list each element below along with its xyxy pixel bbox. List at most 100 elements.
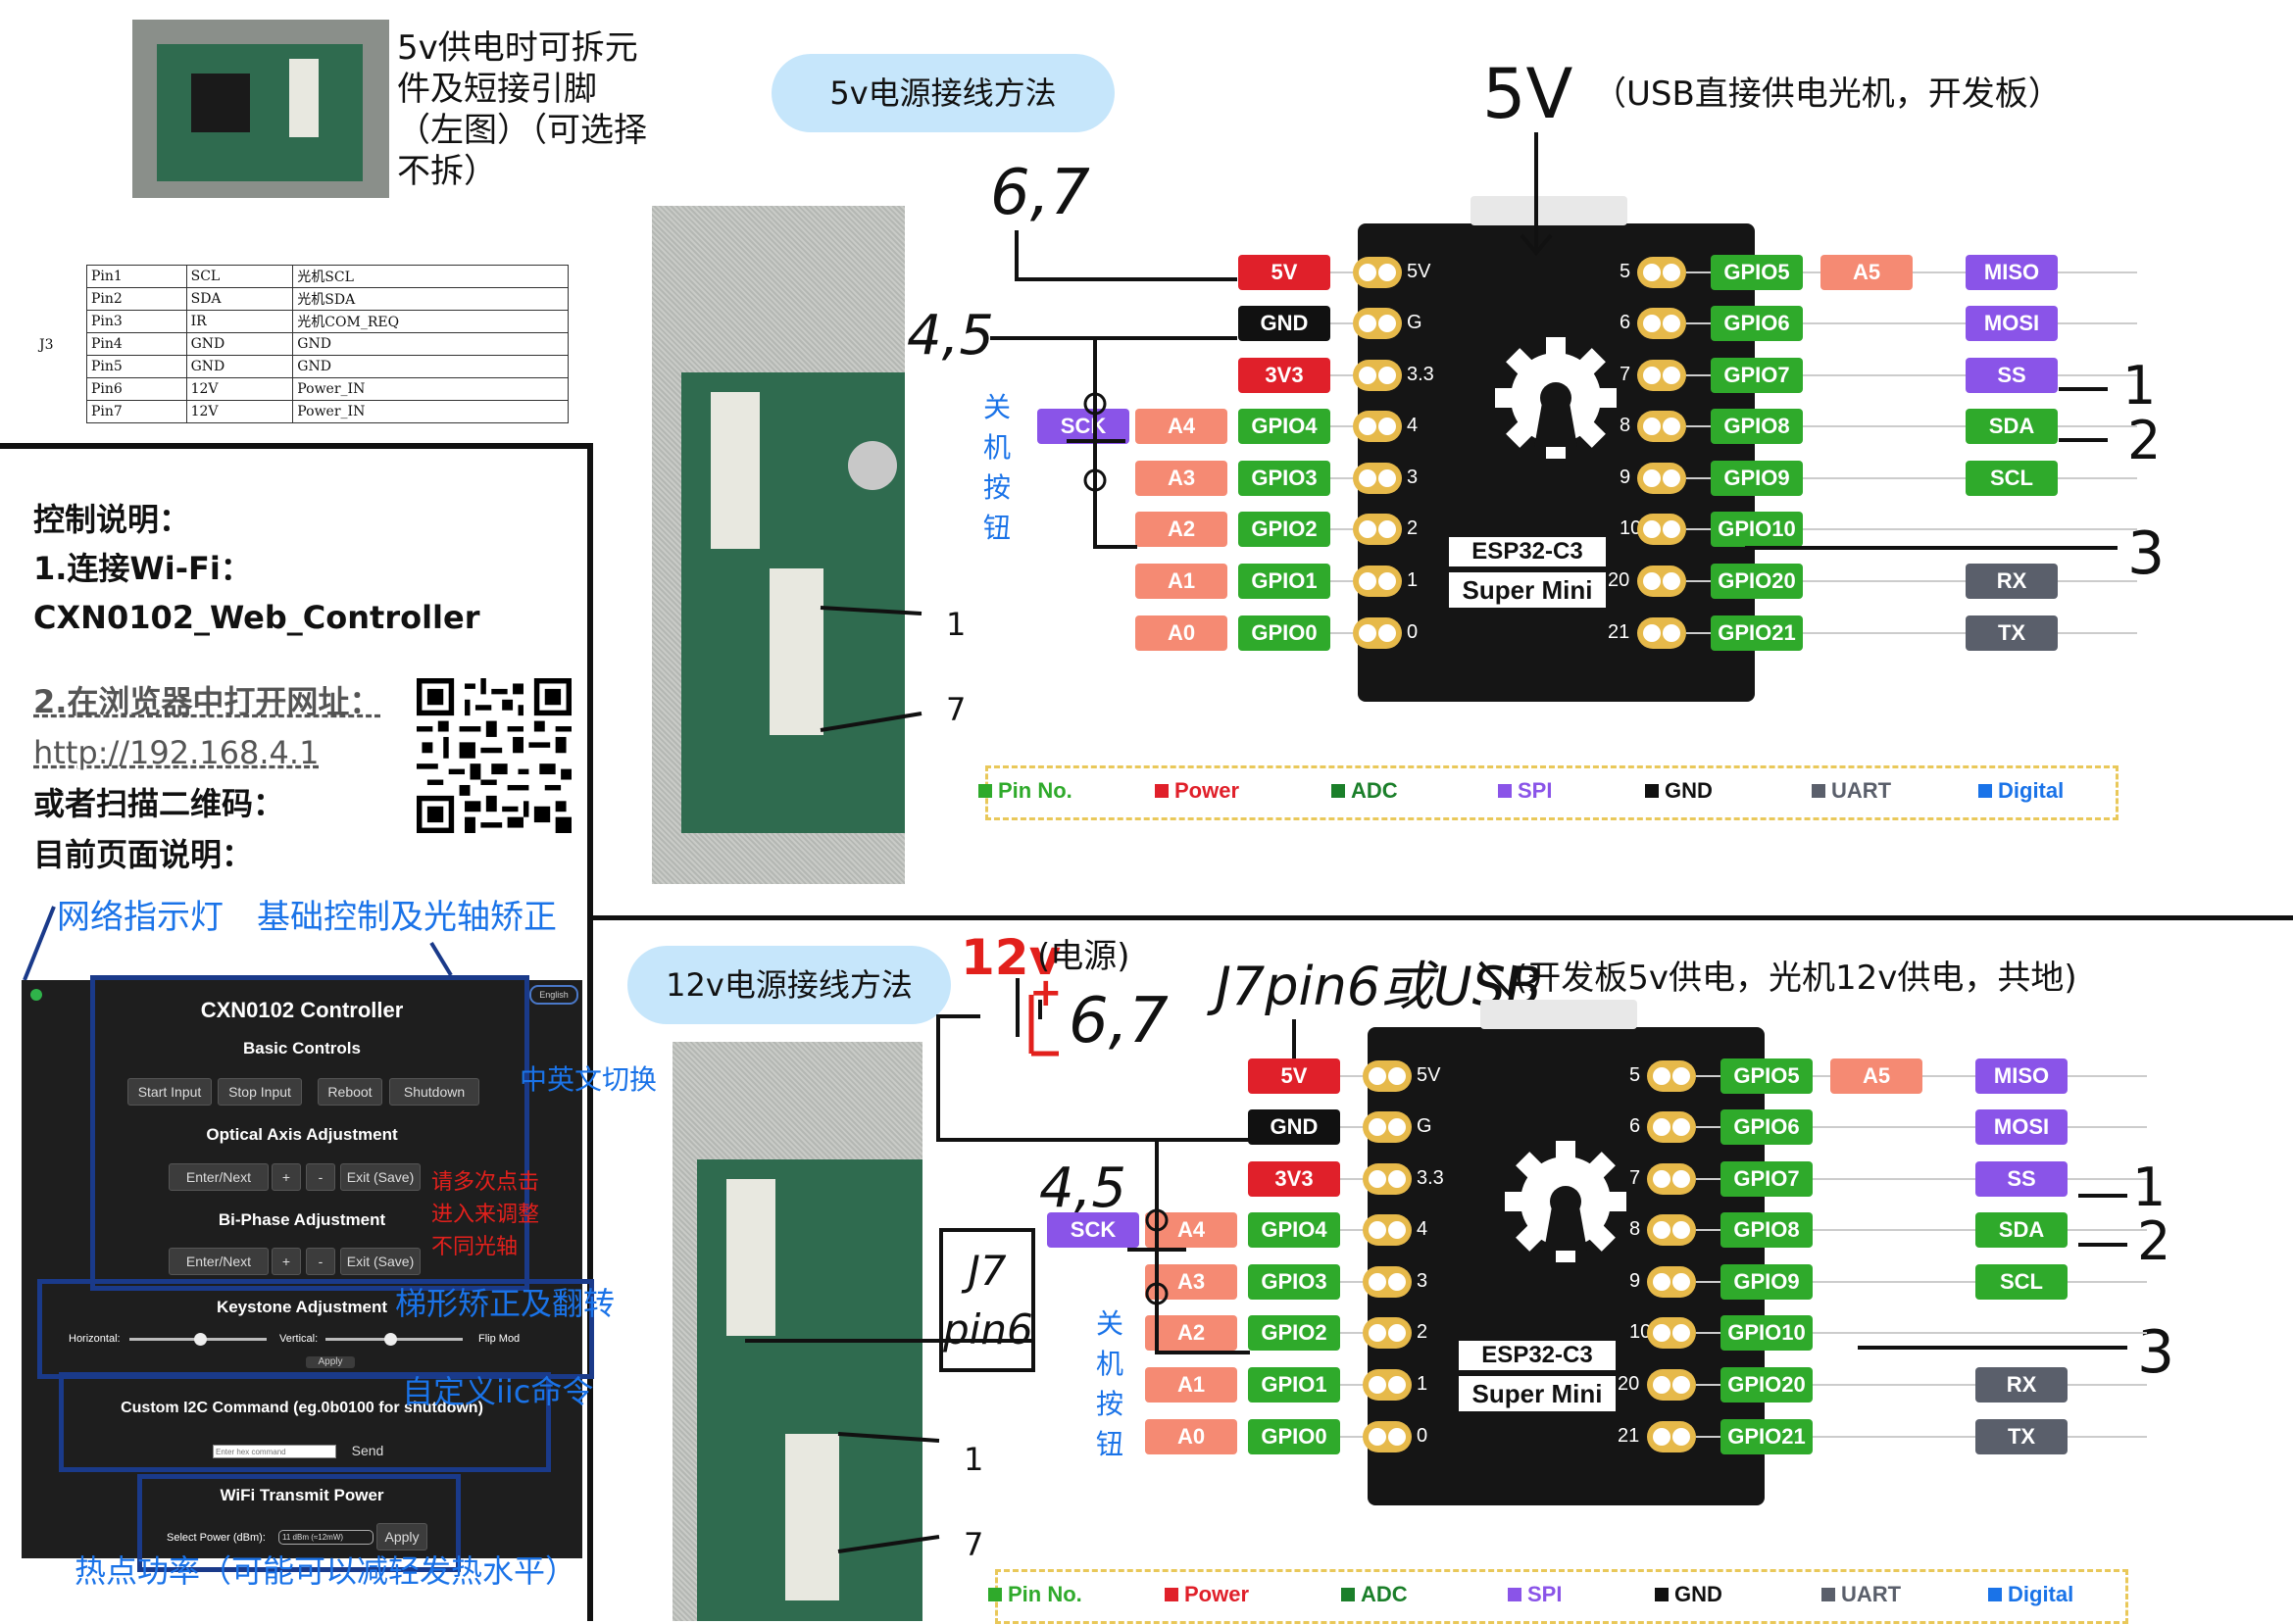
power-select[interactable]: 11 dBm (≈12mW) (278, 1530, 374, 1545)
p12v-left-line-2 (1340, 1178, 1363, 1180)
i2c-annotation: 自定义iic命令 (402, 1373, 594, 1410)
biphase-button-0[interactable]: Enter/Next (169, 1248, 269, 1275)
basic-button-1[interactable]: Stop Input (218, 1078, 302, 1106)
wifi-ssid: CXN0102_Web_Controller (33, 599, 480, 636)
p12v-esp32-board (1368, 1027, 1765, 1505)
horizontal-slider[interactable] (129, 1333, 267, 1346)
p5v-legend-item-5: UART (1831, 778, 1892, 803)
module-photo (132, 20, 389, 198)
p5v-func-6: RX (1966, 564, 2058, 599)
p5v-adc-1: A3 (1135, 461, 1227, 496)
p5v-right-line-5 (1686, 528, 2137, 530)
p5v-left-line-0 (1330, 271, 1353, 273)
basic-button-3[interactable]: Shutdown (389, 1078, 479, 1106)
p5v-legend-item-2: ADC (1351, 778, 1398, 803)
table-cell: Power_IN (292, 400, 569, 423)
p12v-right-pin-2: GPIO7 (1720, 1161, 1813, 1197)
ann-3-12v: 3 (2137, 1318, 2175, 1387)
p5v-left-line-2 (1330, 374, 1353, 376)
p12v-left-line-1 (1340, 1126, 1363, 1128)
i2c-section-box (59, 1372, 551, 1472)
table-cell: Pin7 (86, 400, 187, 423)
p12v-func-1: MOSI (1975, 1109, 2068, 1145)
p5v-legend-item-6: Digital (1998, 778, 2065, 803)
power-apply-button[interactable]: Apply (376, 1523, 427, 1550)
optical-button-0[interactable]: Enter/Next (169, 1163, 269, 1191)
p12v-left-pin-5: GPIO2 (1248, 1315, 1340, 1351)
basic-button-2[interactable]: Reboot (318, 1078, 382, 1106)
qr-code-icon (417, 678, 572, 833)
p12v-left-num-4: 3 (1417, 1270, 1428, 1292)
p12v-right-line-5 (1696, 1332, 2147, 1334)
optical-button-2[interactable]: - (306, 1163, 335, 1191)
p5v-right-pad-2 (1637, 360, 1686, 391)
vertical-slider[interactable] (325, 1333, 463, 1346)
i2c-command-input[interactable] (213, 1445, 336, 1458)
network-led-icon (30, 989, 42, 1001)
p5v-right-pad-3 (1637, 411, 1686, 442)
p5v-left-num-2: 3.3 (1407, 364, 1434, 385)
header-12v-note: (开发板5v供电，光机12v供电，共地) (1515, 959, 2077, 998)
p5v-left-pad-2 (1353, 360, 1402, 391)
optical-button-3[interactable]: Exit (Save) (340, 1163, 421, 1191)
p12v-legend-swatch-5 (1821, 1588, 1835, 1601)
shutdown-button-label-12v: 关机按钮 (1096, 1307, 1124, 1460)
p12v-legend-item-1: Power (1184, 1582, 1250, 1606)
p12v-right-pin-0: GPIO5 (1720, 1058, 1813, 1094)
p5v-right-pin-2: GPIO7 (1711, 358, 1803, 393)
ann-3-5v: 3 (2127, 519, 2166, 588)
p5v-right-num-5: 10 (1620, 517, 1642, 539)
p5v-func-3: SDA (1966, 409, 2058, 444)
language-toggle[interactable]: English (529, 985, 578, 1005)
p12v-chip-name: ESP32-C3 (1459, 1341, 1616, 1370)
p5v-chip-name: ESP32-C3 (1449, 537, 1606, 566)
p5v-a5: A5 (1820, 255, 1913, 290)
lang-annotation: 中英文切换 (520, 1063, 658, 1096)
p5v-left-pin-3: GPIO4 (1238, 409, 1330, 444)
step1-text: 1.连接Wi-Fi： (33, 550, 252, 587)
multi-click-annotation: 请多次点击进入来调整不同光轴 (431, 1170, 540, 1259)
p12v-legend-swatch-3 (1508, 1588, 1521, 1601)
instructions-title: 控制说明： (33, 501, 191, 538)
p12v-right-num-6: 20 (1618, 1373, 1640, 1395)
p5v-right-pad-5 (1637, 514, 1686, 545)
p5v-right-num-4: 9 (1620, 467, 1631, 488)
basic-annotation: 基础控制及光轴矫正 (257, 898, 557, 937)
optical-button-1[interactable]: + (272, 1163, 301, 1191)
biphase-button-2[interactable]: - (306, 1248, 335, 1275)
p12v-right-line-6 (1696, 1384, 2147, 1386)
p5v-right-line-4 (1686, 477, 2137, 479)
p12v-func-6: RX (1975, 1367, 2068, 1403)
table-cell: 光机SDA (292, 287, 569, 311)
p12v-gear-logo-icon (1505, 1141, 1626, 1262)
biphase-button-3[interactable]: Exit (Save) (340, 1248, 421, 1275)
p12v-adc-3: A1 (1145, 1367, 1237, 1403)
p5v-right-num-1: 6 (1620, 312, 1631, 333)
keystone-title: Keystone Adjustment (216, 1298, 388, 1316)
photo-label-1-12v: 1 (964, 1441, 984, 1478)
p5v-adc-3: A1 (1135, 564, 1227, 599)
p12v-left-num-1: G (1417, 1115, 1432, 1137)
p12v-right-pin-6: GPIO20 (1720, 1367, 1813, 1403)
ann-67-5v: 6,7 (990, 157, 1090, 229)
power-label: Select Power (dBm): (167, 1532, 266, 1544)
p12v-left-pad-3 (1363, 1214, 1412, 1246)
send-button[interactable]: Send (351, 1443, 384, 1458)
p12v-func-7: TX (1975, 1419, 2068, 1454)
p5v-right-pad-6 (1637, 566, 1686, 597)
controller-url[interactable]: http://192.168.4.1 (33, 734, 320, 771)
biphase-button-1[interactable]: + (272, 1248, 301, 1275)
p5v-func-4: SCL (1966, 461, 2058, 496)
p5v-legend-item-1: Power (1174, 778, 1240, 803)
keystone-apply-button[interactable]: Apply (306, 1356, 355, 1368)
p12v-left-num-5: 2 (1417, 1321, 1428, 1343)
p5v-left-pin-0: 5V (1238, 255, 1330, 290)
basic-button-0[interactable]: Start Input (127, 1078, 212, 1106)
ann-12v: 12v (961, 929, 1062, 986)
p12v-adc-4: A0 (1145, 1419, 1237, 1454)
p12v-right-pin-7: GPIO21 (1720, 1419, 1813, 1454)
table-cell: GND (292, 332, 569, 356)
